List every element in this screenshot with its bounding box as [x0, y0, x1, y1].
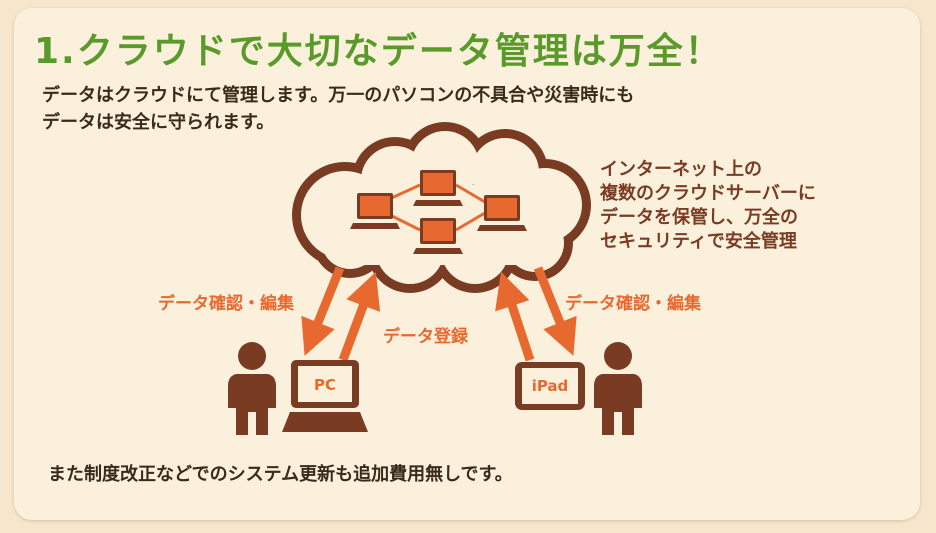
page-title: 1.クラウドで大切なデータ管理は万全！	[34, 31, 723, 72]
lead-text: データはクラウドにて管理します。万一のパソコンの不具合や災害時にも データは安全…	[42, 82, 634, 136]
arrow-down-right	[533, 266, 577, 356]
ipad-label: iPad	[532, 377, 569, 395]
server-laptop-icons	[350, 170, 527, 254]
cloud-desc-line: 複数のクラウドサーバーに	[600, 183, 816, 204]
label-register: データ登録	[383, 327, 468, 347]
label-left-edit: データ確認・編集	[158, 294, 294, 314]
person-left-icon	[228, 342, 276, 435]
pc-label: PC	[314, 376, 336, 394]
cloud-desc-line: インターネット上の	[600, 159, 762, 180]
arrow-up-right	[495, 271, 535, 362]
cloud-desc-line: データを保管し、万全の	[600, 207, 798, 228]
lead-line-2: データは安全に守られます。	[42, 112, 275, 133]
footer-text: また制度改正などでのシステム更新も追加費用無しです。	[48, 464, 513, 485]
ipad-icon: iPad	[515, 362, 585, 410]
arrow-down-left	[301, 266, 345, 356]
label-right-edit: データ確認・編集	[565, 294, 701, 314]
person-right-icon	[594, 342, 642, 435]
cloud-desc-line: セキュリティで安全管理	[600, 231, 797, 252]
pc-laptop-icon: PC	[282, 360, 368, 432]
arrow-up-left	[338, 271, 381, 362]
cloud-description: インターネット上の 複数のクラウドサーバーに データを保管し、万全の セキュリテ…	[600, 158, 816, 254]
lead-line-1: データはクラウドにて管理します。万一のパソコンの不具合や災害時にも	[42, 85, 635, 106]
